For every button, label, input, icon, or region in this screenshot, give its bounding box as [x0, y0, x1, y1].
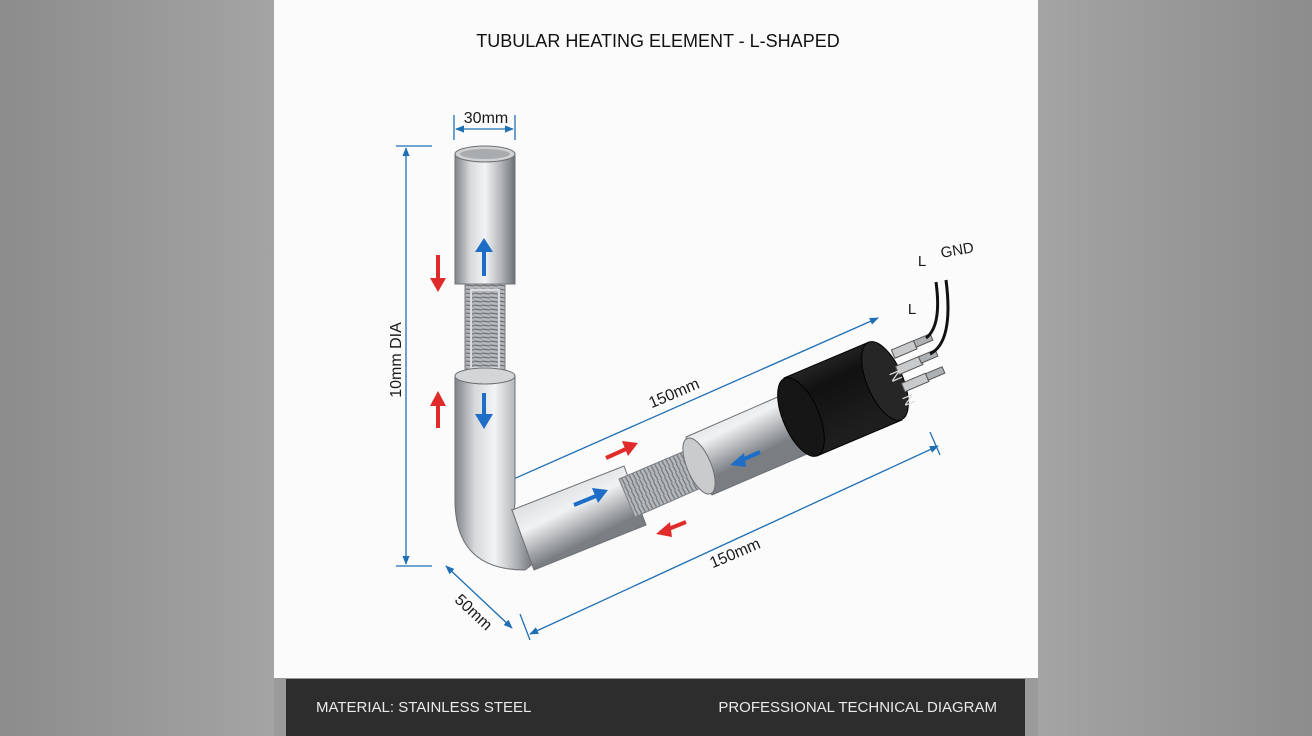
footer-bar: MATERIAL: STAINLESS STEEL PROFESSIONAL T… [286, 679, 1025, 736]
diagram-title: TUBULAR HEATING ELEMENT - L-SHAPED [476, 31, 839, 51]
flow-arrow-blue-diagonal-right [573, 488, 608, 507]
flow-arrow-blue-diagonal-left [730, 450, 761, 467]
dimension-label-diameter: 10mm DIA [388, 322, 405, 398]
flow-arrow-blue-up [475, 238, 493, 276]
flow-arrow-blue-down [475, 393, 493, 429]
terminal-label-gnd: GND [939, 239, 975, 262]
terminal-label-l-side: L [908, 301, 916, 318]
diagram-sheet: TUBULAR HEATING ELEMENT - L-SHAPED 30mm … [274, 0, 1038, 678]
dimension-label-bend-width: 50mm [451, 591, 495, 634]
background-right [1038, 0, 1312, 736]
flow-arrow-red-down [430, 255, 446, 292]
footer-material-label: MATERIAL: STAINLESS STEEL [316, 699, 532, 716]
flow-arrows [430, 238, 761, 537]
dimension-label-lower-length: 150mm [707, 536, 763, 572]
flow-arrow-red-diagonal-left [656, 520, 687, 537]
tube-body [454, 145, 909, 571]
lead-wires [924, 279, 950, 356]
footer-caption: PROFESSIONAL TECHNICAL DIAGRAM [718, 699, 997, 716]
background-left [0, 0, 274, 736]
flow-arrow-red-up [430, 391, 446, 428]
dimension-lines [396, 115, 941, 641]
dimension-label-upper-length: 150mm [646, 376, 702, 412]
heating-element-diagram: TUBULAR HEATING ELEMENT - L-SHAPED 30mm … [388, 31, 975, 641]
dimension-label-top-width: 30mm [464, 110, 508, 127]
flow-arrow-red-diagonal-right [605, 441, 638, 460]
terminal-label-l-top: L [918, 253, 926, 270]
